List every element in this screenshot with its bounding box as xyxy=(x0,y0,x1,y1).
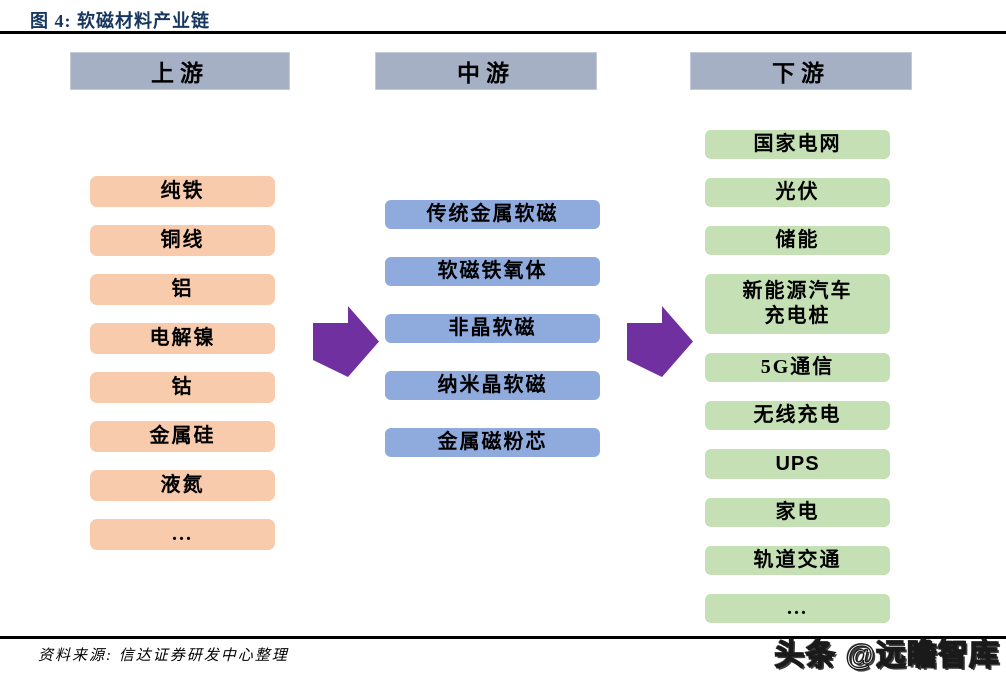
header-upstream: 上游 xyxy=(70,52,290,90)
midstream-column: 传统金属软磁 软磁铁氧体 非晶软磁 纳米晶软磁 金属磁粉芯 xyxy=(385,200,600,457)
downstream-item-ups: UPS xyxy=(705,449,890,479)
downstream-item-photovoltaic: 光伏 xyxy=(705,178,890,207)
downstream-item-state-grid: 国家电网 xyxy=(705,130,890,159)
midstream-item-soft-magnetic-ferrite: 软磁铁氧体 xyxy=(385,257,600,286)
downstream-item-ev-charging-pile: 新能源汽车 充电桩 xyxy=(705,274,890,334)
upstream-item-ellipsis: ... xyxy=(90,519,275,550)
upstream-item-pure-iron: 纯铁 xyxy=(90,176,275,207)
upstream-item-electrolytic-nickel: 电解镍 xyxy=(90,323,275,354)
bottom-rule xyxy=(0,636,1006,639)
header-midstream: 中游 xyxy=(375,52,597,90)
downstream-item-wireless-charging: 无线充电 xyxy=(705,401,890,430)
upstream-column: 纯铁 铜线 铝 电解镍 钴 金属硅 液氮 ... xyxy=(90,176,275,550)
upstream-item-metal-silicon: 金属硅 xyxy=(90,421,275,452)
downstream-item-home-appliances: 家电 xyxy=(705,498,890,527)
upstream-item-liquid-nitrogen: 液氮 xyxy=(90,470,275,501)
downstream-item-5g-communication: 5G通信 xyxy=(705,353,890,382)
watermark-toutiao-yuanzhan: 头条 @远瞻智库 xyxy=(774,638,1000,672)
downstream-item-energy-storage: 储能 xyxy=(705,226,890,255)
source-note: 资料来源: 信达证券研发中心整理 xyxy=(38,648,289,664)
header-downstream: 下游 xyxy=(690,52,912,90)
upstream-item-copper-wire: 铜线 xyxy=(90,225,275,256)
upstream-item-cobalt: 钴 xyxy=(90,372,275,403)
top-rule xyxy=(0,31,1006,34)
flow-arrow-midstream-to-downstream xyxy=(627,306,693,377)
midstream-item-traditional-metal-soft-magnetic: 传统金属软磁 xyxy=(385,200,600,229)
downstream-item-ellipsis: ... xyxy=(705,594,890,623)
upstream-item-aluminum: 铝 xyxy=(90,274,275,305)
downstream-item-rail-transit: 轨道交通 xyxy=(705,546,890,575)
midstream-item-amorphous-soft-magnetic: 非晶软磁 xyxy=(385,314,600,343)
midstream-item-metal-magnetic-powder-core: 金属磁粉芯 xyxy=(385,428,600,457)
midstream-item-nanocrystalline-soft-magnetic: 纳米晶软磁 xyxy=(385,371,600,400)
figure-title: 图 4: 软磁材料产业链 xyxy=(30,11,210,31)
downstream-column: 国家电网 光伏 储能 新能源汽车 充电桩 5G通信 无线充电 UPS 家电 轨道… xyxy=(705,130,890,623)
flow-arrow-upstream-to-midstream xyxy=(313,306,379,377)
